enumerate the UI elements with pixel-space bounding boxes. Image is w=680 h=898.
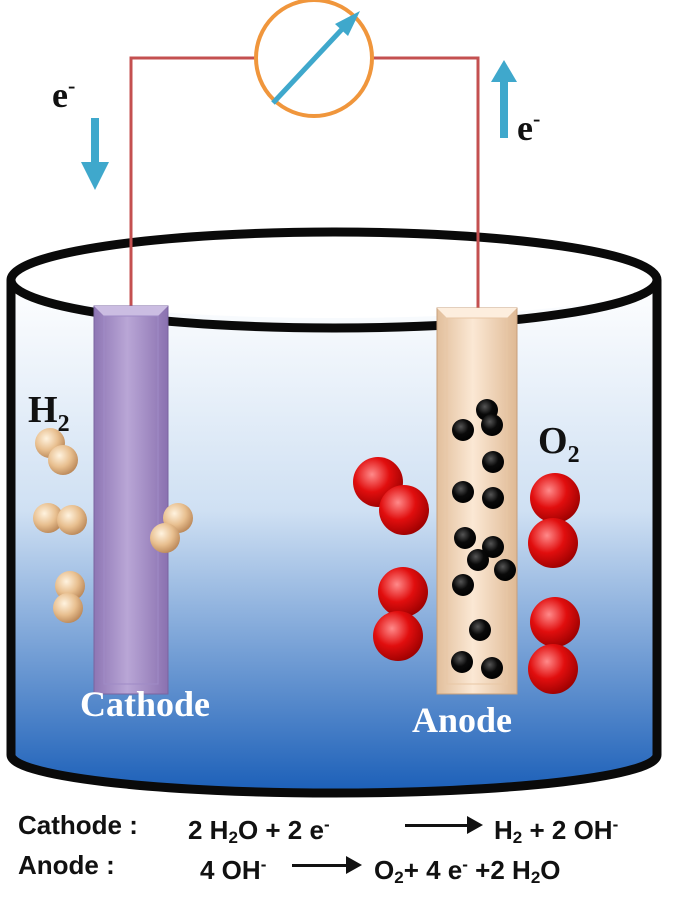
anode-equation: Anode : 4 OH- O2+ 4 e- +2 H2O bbox=[0, 845, 680, 887]
electron-dot bbox=[467, 549, 489, 571]
electron-dot bbox=[482, 487, 504, 509]
electron-dot bbox=[452, 574, 474, 596]
cathode-equation: Cathode : 2 H2O + 2 e- H2 + 2 OH- bbox=[0, 805, 680, 847]
electron-label-right: e- bbox=[517, 106, 540, 148]
anode-label: Anode bbox=[412, 700, 512, 740]
hydrogen-atom bbox=[53, 593, 83, 623]
cathode-equation-rhs: H2 + 2 OH- bbox=[494, 815, 619, 847]
hydrogen-atom bbox=[33, 503, 63, 533]
cathode-label: Cathode bbox=[80, 684, 210, 724]
oxygen-atom bbox=[530, 597, 580, 647]
o2-label: O2 bbox=[538, 420, 580, 468]
oxygen-atom bbox=[528, 518, 578, 568]
hydrogen-atom bbox=[150, 523, 180, 553]
electron-dot bbox=[494, 559, 516, 581]
oxygen-atom bbox=[528, 644, 578, 694]
beaker-wall bbox=[6, 280, 662, 798]
cathode-reaction-arrow-icon bbox=[405, 816, 483, 834]
meter-needle-head-icon bbox=[335, 11, 360, 36]
hydrogen-molecules bbox=[33, 428, 193, 623]
oxygen-atom bbox=[373, 611, 423, 661]
anode-equation-lhs: 4 OH- bbox=[200, 855, 267, 885]
electron-dot bbox=[452, 481, 474, 503]
anode-electrons bbox=[451, 399, 516, 679]
electron-dot bbox=[482, 536, 504, 558]
hydrogen-atom bbox=[57, 505, 87, 535]
h2-label: H2 bbox=[28, 389, 70, 437]
cathode-equation-lhs: 2 H2O + 2 e- bbox=[188, 815, 330, 847]
hydrogen-atom bbox=[48, 445, 78, 475]
cathode-equation-name: Cathode : bbox=[18, 810, 138, 840]
electron-dot bbox=[452, 419, 474, 441]
anode-equation-rhs: O2+ 4 e- +2 H2O bbox=[374, 855, 561, 887]
cathode-electrode bbox=[93, 305, 169, 695]
oxygen-atom bbox=[530, 473, 580, 523]
electron-arrow-down-icon bbox=[81, 118, 109, 190]
electron-dot bbox=[481, 657, 503, 679]
electron-dot bbox=[454, 527, 476, 549]
electron-dot bbox=[481, 414, 503, 436]
external-circuit-wire bbox=[129, 56, 480, 310]
electron-dot bbox=[469, 619, 491, 641]
electron-arrow-up-icon bbox=[491, 60, 517, 138]
meter bbox=[254, 0, 374, 118]
anode-equation-name: Anode : bbox=[18, 850, 115, 880]
anode-reaction-arrow-icon bbox=[292, 856, 362, 874]
meter-needle bbox=[271, 24, 347, 105]
oxygen-molecules bbox=[353, 457, 580, 694]
electron-label-left: e- bbox=[52, 73, 75, 115]
beaker bbox=[6, 227, 662, 798]
electron-dot bbox=[451, 651, 473, 673]
electron-dot bbox=[482, 451, 504, 473]
hydrogen-atom bbox=[55, 571, 85, 601]
oxygen-atom bbox=[378, 567, 428, 617]
oxygen-atom bbox=[379, 485, 429, 535]
